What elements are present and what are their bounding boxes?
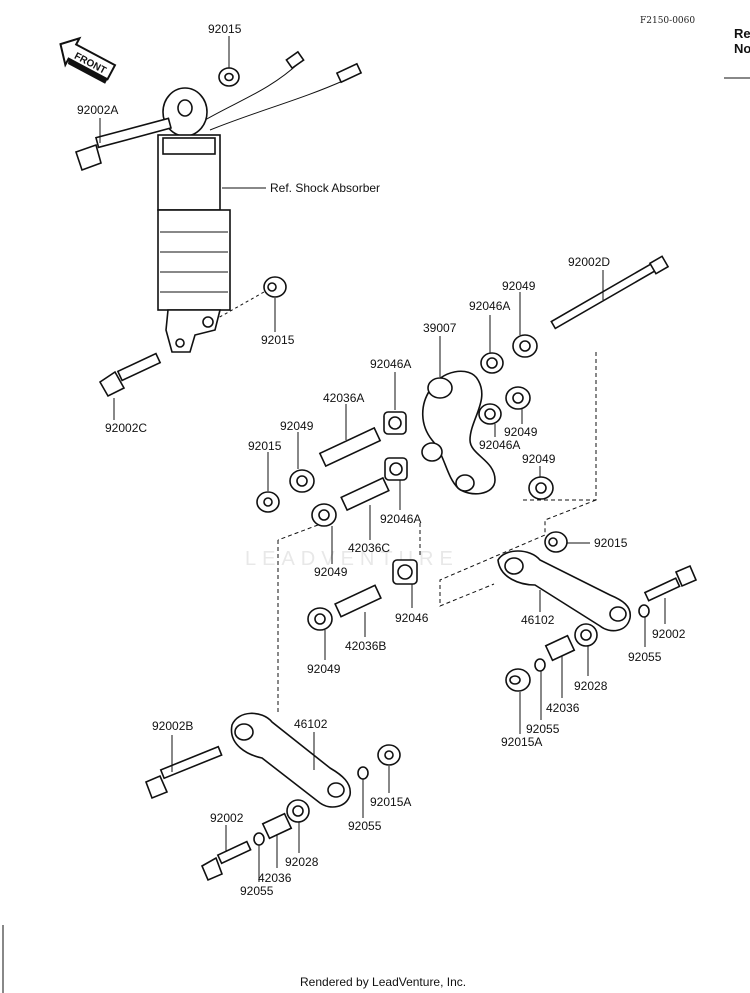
label-92049-f: 92049 (307, 662, 341, 676)
bearing-92046A-a (480, 352, 504, 374)
bearing-92046A-b (383, 411, 407, 435)
bolt-92002C (98, 352, 162, 398)
label-92028-right: 92028 (574, 679, 608, 693)
label-92046: 92046 (395, 611, 429, 625)
collar-42036-right (544, 634, 576, 662)
label-92015A-right: 92015A (501, 735, 542, 749)
label-42036A: 42036A (323, 391, 364, 405)
washer-92055-right (638, 604, 650, 618)
label-92002A: 92002A (77, 103, 118, 117)
label-92015A-left: 92015A (370, 795, 411, 809)
bolt-92002D (550, 255, 670, 330)
nut-92015A-right (505, 668, 531, 692)
label-92015-mid: 92015 (261, 333, 295, 347)
label-92049-c: 92049 (504, 425, 538, 439)
label-92002C: 92002C (105, 421, 147, 435)
bearing-92046A-c (478, 403, 502, 425)
label-92055-left-2: 92055 (240, 884, 274, 898)
bearing-92046A-d (384, 457, 408, 481)
label-92002B: 92002B (152, 719, 193, 733)
seal-92049-b (289, 469, 315, 493)
washer-92055-left-2 (253, 832, 265, 846)
label-92002-right: 92002 (652, 627, 686, 641)
label-92002D: 92002D (568, 255, 610, 269)
washer-92055-right-2 (534, 658, 546, 672)
label-92046A-b: 92046A (370, 357, 411, 371)
label-92055-right: 92055 (628, 650, 662, 664)
label-92015-top: 92015 (208, 22, 242, 36)
label-92055-left: 92055 (348, 819, 382, 833)
bushing-92028-right (574, 623, 598, 647)
label-92049-a: 92049 (502, 279, 536, 293)
label-39007: 39007 (423, 321, 457, 335)
label-42036C: 42036C (348, 541, 390, 555)
side-text-line-2: No (734, 41, 750, 56)
ref-shock-absorber-label: Ref. Shock Absorber (270, 181, 380, 195)
front-arrow-icon: FRONT (59, 36, 117, 84)
label-42036-right: 42036 (546, 701, 580, 715)
label-92046A-c: 92046A (479, 438, 520, 452)
label-92049-b: 92049 (280, 419, 314, 433)
seal-92049-d (528, 476, 554, 500)
nut-92015-left (256, 491, 280, 513)
label-92049-d: 92049 (522, 452, 556, 466)
collar-42036B (334, 584, 382, 618)
bolt-92002A (74, 117, 172, 172)
side-text-line-1: Re (734, 26, 750, 41)
label-92015-right: 92015 (594, 536, 628, 550)
nut-92015-top (218, 67, 240, 87)
collar-42036-left (261, 812, 293, 840)
label-42036B: 42036B (345, 639, 386, 653)
footer-credit: Rendered by LeadVenture, Inc. (300, 975, 466, 989)
label-92046A-a: 92046A (469, 299, 510, 313)
rocker-arm-39007 (421, 370, 496, 495)
tie-rod-46102-left (230, 712, 352, 808)
label-42036-left: 42036 (258, 871, 292, 885)
drawing-code: F2150-0060 (640, 16, 695, 26)
collar-42036C (340, 476, 390, 512)
label-46102-right: 46102 (521, 613, 555, 627)
label-92049-e: 92049 (314, 565, 348, 579)
seal-92049-e (311, 503, 337, 527)
seal-92049-c (505, 386, 531, 410)
bushing-92028-left (286, 799, 310, 823)
label-46102-left: 46102 (294, 717, 328, 731)
nut-92015-mid (263, 276, 287, 298)
bolt-92002B (144, 745, 223, 800)
label-92015-left: 92015 (248, 439, 282, 453)
label-92046A-d: 92046A (380, 512, 421, 526)
label-92028-left-text: 92028 (285, 855, 319, 869)
washer-92055-left (357, 766, 369, 780)
seal-92049-f (307, 607, 333, 631)
tie-rod-46102-right (497, 550, 632, 632)
nut-92015-right (544, 531, 568, 553)
bolt-92002-left (200, 840, 252, 882)
seal-92049-a (512, 334, 538, 358)
bolt-92002-right (643, 564, 698, 602)
shock-absorber (157, 50, 363, 353)
nut-92015A-left (377, 744, 401, 766)
label-92055-right-2: 92055 (526, 722, 560, 736)
bearing-92046 (392, 559, 418, 585)
collar-42036A (318, 426, 382, 468)
label-92002-left: 92002 (210, 811, 244, 825)
